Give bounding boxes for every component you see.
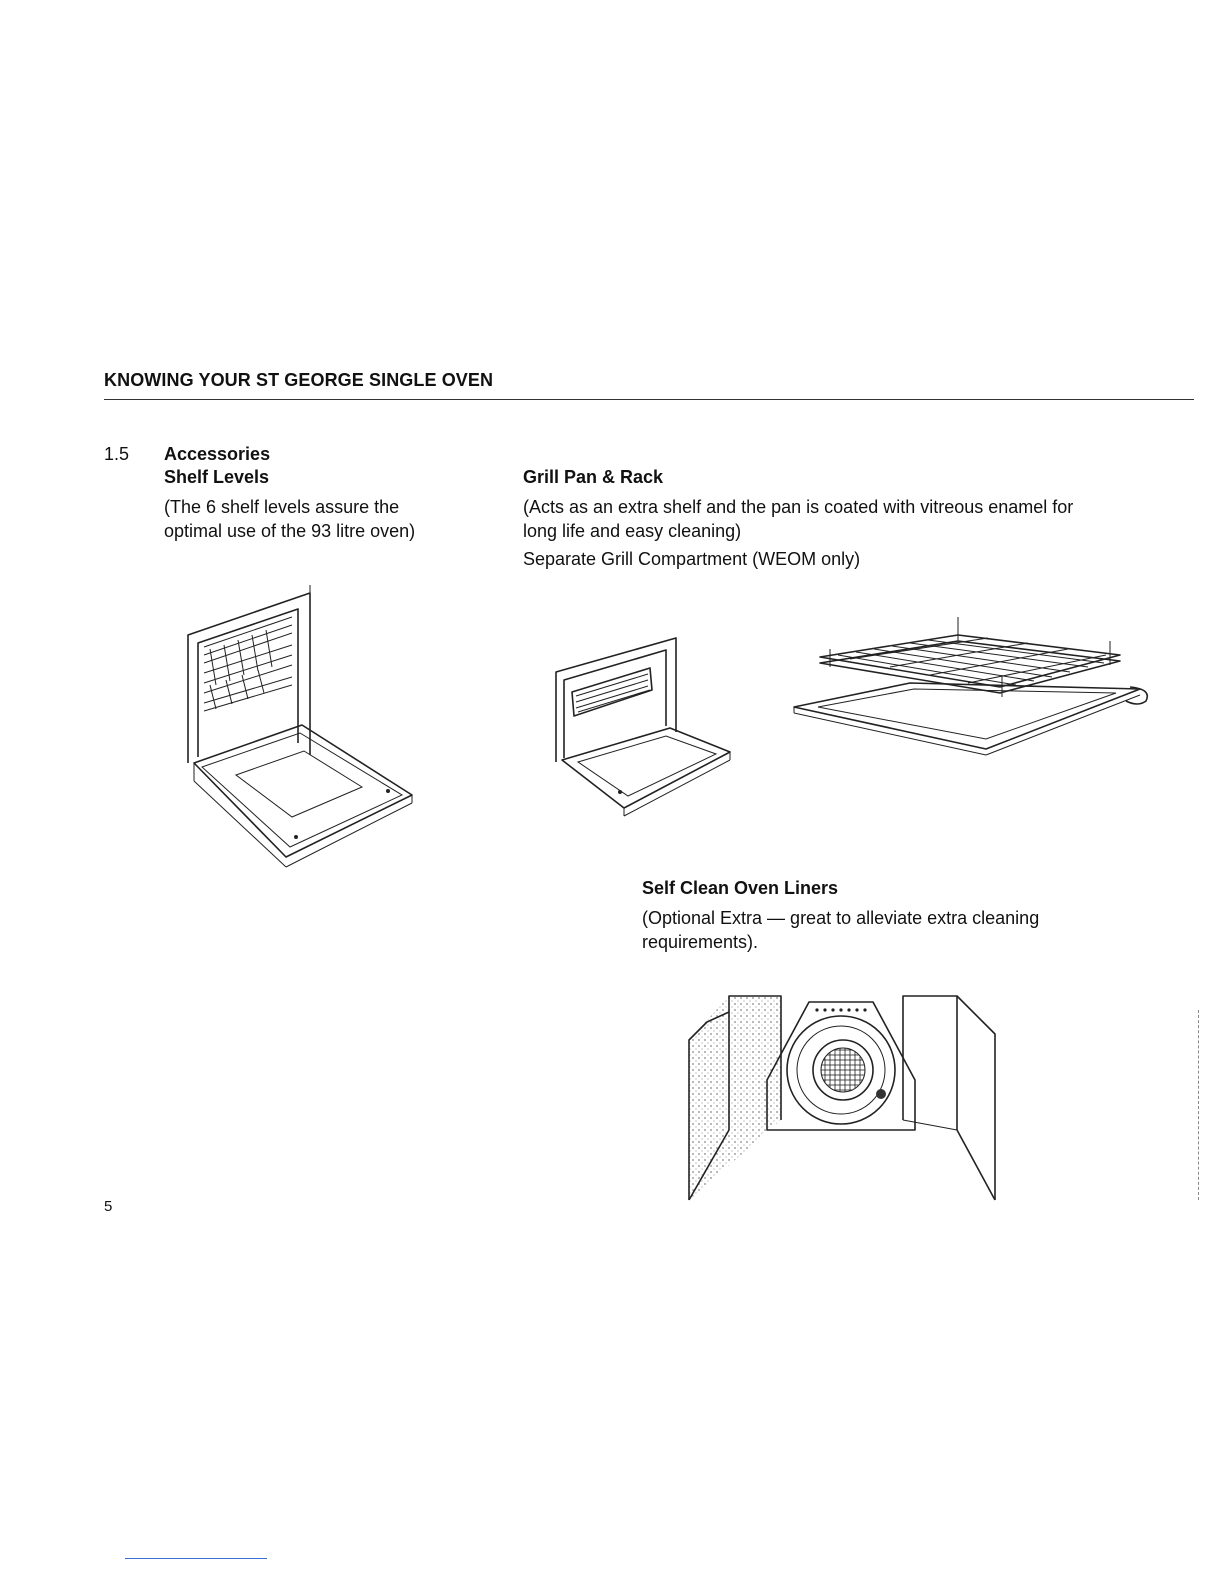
self-clean-line: (Optional Extra — great to alleviate ext… [642,908,1040,928]
self-clean-line: requirements). [642,932,759,952]
scan-margin-mark [1198,1010,1199,1200]
self-clean-text: (Optional Extra — great to alleviate ext… [642,906,1039,954]
shelf-levels-line: optimal use of the 93 litre oven) [164,521,416,541]
grill-compartment-note: Separate Grill Compartment (WEOM only) [523,549,861,569]
grill-pan-heading: Grill Pan & Rack [523,467,664,487]
grill-pan-and-rack-illustration [793,617,1149,756]
grill-pan-line: (Acts as an extra shelf and the pan is c… [523,497,1074,517]
section-number: 1.5 [104,444,130,464]
page-header-title: KNOWING YOUR ST GEORGE SINGLE OVEN [104,370,494,390]
grill-pan-line: long life and easy cleaning) [523,521,742,541]
shelf-levels-text: (The 6 shelf levels assure the optimal u… [164,495,415,543]
grill-pan-text: (Acts as an extra shelf and the pan is c… [523,495,1073,543]
page-number: 5 [104,1198,113,1215]
header-rule [104,399,1194,400]
shelf-levels-line: (The 6 shelf levels assure the [164,497,400,517]
oven-open-door-shelves-illustration [187,585,413,868]
section-title: Accessories [164,444,271,464]
shelf-levels-heading: Shelf Levels [164,467,270,487]
bottom-divider [125,1558,267,1559]
self-clean-heading: Self Clean Oven Liners [642,878,839,898]
grill-compartment-illustration [555,637,731,817]
oven-liners-illustration [688,995,996,1201]
